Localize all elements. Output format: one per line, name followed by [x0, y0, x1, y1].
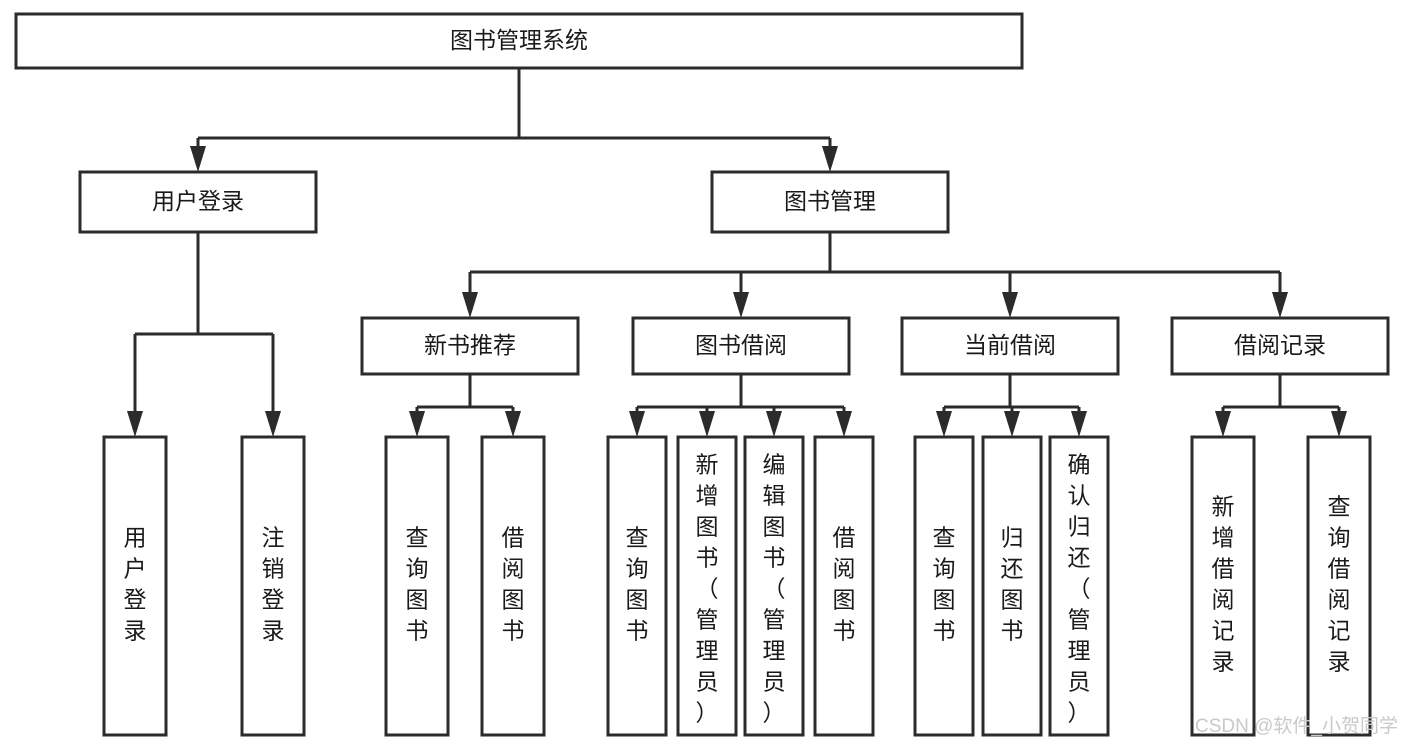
node-box-leaf-add-record[interactable] — [1190, 435, 1256, 737]
node-current-borrow[interactable]: 当前借阅 — [900, 316, 1120, 376]
node-box-leaf-query-book-2[interactable] — [606, 435, 668, 737]
node-leaf-add-book-admin[interactable]: 新增图书（管理员） — [676, 435, 738, 737]
arrow-head-icon — [190, 146, 206, 172]
connector-group-current-borrow-children — [936, 374, 1087, 437]
node-label-current-borrow: 当前借阅 — [964, 332, 1056, 358]
node-user-login[interactable]: 用户登录 — [78, 170, 318, 234]
arrow-head-icon — [733, 292, 749, 318]
node-label-leaf-query-book-1: 查询图书 — [406, 525, 429, 644]
arrow-head-icon — [822, 146, 838, 172]
arrow-head-icon — [836, 411, 852, 437]
node-box-leaf-query-record[interactable] — [1306, 435, 1372, 737]
node-label-leaf-borrow-book-2: 借阅图书 — [833, 525, 856, 644]
node-box-leaf-user-login[interactable] — [102, 435, 168, 737]
connector-group-new-book-rec-children — [409, 374, 521, 437]
node-leaf-logout[interactable]: 注销登录 — [240, 435, 306, 737]
node-box-leaf-borrow-book-2[interactable] — [813, 435, 875, 737]
node-label-leaf-logout: 注销登录 — [262, 525, 285, 644]
node-leaf-confirm-return-admin[interactable]: 确认归还（管理员） — [1048, 435, 1110, 737]
node-box-book-manage[interactable] — [710, 170, 950, 234]
node-label-book-manage: 图书管理 — [784, 188, 876, 214]
arrow-head-icon — [766, 411, 782, 437]
node-label-leaf-query-record: 查询借阅记录 — [1328, 494, 1351, 675]
node-book-borrow[interactable]: 图书借阅 — [631, 316, 851, 376]
arrow-head-icon — [1215, 411, 1231, 437]
node-box-leaf-return-book[interactable] — [981, 435, 1043, 737]
node-box-user-login[interactable] — [78, 170, 318, 234]
node-box-leaf-borrow-book-1[interactable] — [480, 435, 546, 737]
connector-group-root-children — [190, 68, 838, 172]
connector-group-user-login-children — [127, 232, 281, 437]
connector-group-book-manage-children — [462, 232, 1288, 318]
node-box-new-book-rec[interactable] — [360, 316, 580, 376]
node-box-leaf-confirm-return-admin[interactable] — [1048, 435, 1110, 737]
arrow-head-icon — [265, 411, 281, 437]
arrow-head-icon — [505, 411, 521, 437]
arrow-head-icon — [699, 411, 715, 437]
arrow-head-icon — [1004, 411, 1020, 437]
node-box-leaf-query-book-3[interactable] — [913, 435, 975, 737]
node-leaf-add-record[interactable]: 新增借阅记录 — [1190, 435, 1256, 737]
node-label-leaf-add-record: 新增借阅记录 — [1212, 494, 1235, 675]
node-box-current-borrow[interactable] — [900, 316, 1120, 376]
node-label-book-borrow: 图书借阅 — [695, 332, 787, 358]
node-box-leaf-edit-book-admin[interactable] — [743, 435, 805, 737]
node-root[interactable]: 图书管理系统 — [14, 12, 1024, 70]
node-label-leaf-query-book-2: 查询图书 — [626, 525, 649, 644]
node-leaf-user-login[interactable]: 用户登录 — [102, 435, 168, 737]
node-leaf-query-book-2[interactable]: 查询图书 — [606, 435, 668, 737]
node-label-user-login: 用户登录 — [152, 188, 244, 214]
arrow-head-icon — [629, 411, 645, 437]
connector-edges-layer — [127, 68, 1347, 437]
arrow-head-icon — [1071, 411, 1087, 437]
arrow-head-icon — [409, 411, 425, 437]
node-box-leaf-logout[interactable] — [240, 435, 306, 737]
node-box-root[interactable] — [14, 12, 1024, 70]
node-new-book-rec[interactable]: 新书推荐 — [360, 316, 580, 376]
node-box-borrow-record[interactable] — [1170, 316, 1390, 376]
node-borrow-record[interactable]: 借阅记录 — [1170, 316, 1390, 376]
arrow-head-icon — [1002, 292, 1018, 318]
node-label-leaf-user-login: 用户登录 — [124, 525, 147, 644]
arrow-head-icon — [936, 411, 952, 437]
arrow-head-icon — [1272, 292, 1288, 318]
node-boxes-layer: 图书管理系统用户登录图书管理新书推荐图书借阅当前借阅借阅记录用户登录注销登录查询… — [14, 12, 1390, 737]
node-box-book-borrow[interactable] — [631, 316, 851, 376]
connector-group-book-borrow-children — [629, 374, 852, 437]
node-leaf-return-book[interactable]: 归还图书 — [981, 435, 1043, 737]
node-leaf-borrow-book-1[interactable]: 借阅图书 — [480, 435, 546, 737]
node-label-borrow-record: 借阅记录 — [1234, 332, 1326, 358]
node-leaf-query-book-1[interactable]: 查询图书 — [384, 435, 450, 737]
node-leaf-query-record[interactable]: 查询借阅记录 — [1306, 435, 1372, 737]
node-leaf-query-book-3[interactable]: 查询图书 — [913, 435, 975, 737]
node-box-leaf-query-book-1[interactable] — [384, 435, 450, 737]
node-label-leaf-add-book-admin: 新增图书（管理员） — [696, 452, 719, 726]
node-label-leaf-confirm-return-admin: 确认归还（管理员） — [1068, 452, 1091, 726]
node-leaf-borrow-book-2[interactable]: 借阅图书 — [813, 435, 875, 737]
connector-group-borrow-record-children — [1215, 374, 1347, 437]
node-label-leaf-borrow-book-1: 借阅图书 — [502, 525, 525, 644]
node-label-root: 图书管理系统 — [450, 27, 588, 53]
arrow-head-icon — [462, 292, 478, 318]
watermark-label: CSDN @软件_小贺同学 — [1195, 715, 1398, 737]
node-book-manage[interactable]: 图书管理 — [710, 170, 950, 234]
arrow-head-icon — [127, 411, 143, 437]
node-label-leaf-query-book-3: 查询图书 — [933, 525, 956, 644]
node-label-leaf-return-book: 归还图书 — [1001, 525, 1024, 644]
node-leaf-edit-book-admin[interactable]: 编辑图书（管理员） — [743, 435, 805, 737]
arrow-head-icon — [1331, 411, 1347, 437]
node-label-leaf-edit-book-admin: 编辑图书（管理员） — [763, 452, 786, 726]
node-box-leaf-add-book-admin[interactable] — [676, 435, 738, 737]
node-label-new-book-rec: 新书推荐 — [424, 332, 516, 358]
